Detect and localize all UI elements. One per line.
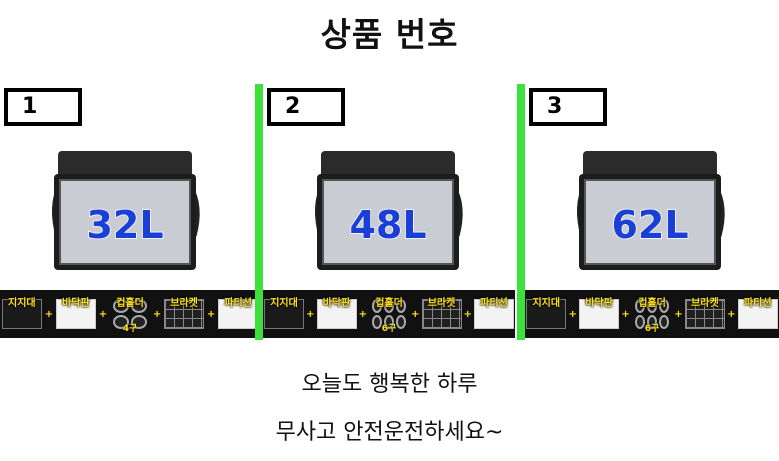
capacity-label: 32L — [86, 203, 163, 247]
delivery-bag-image: 62L — [565, 146, 735, 276]
panel-divider — [255, 84, 263, 340]
plus-sign: + — [152, 308, 162, 320]
panel-divider — [517, 84, 525, 340]
plus-sign: + — [358, 308, 367, 320]
stand-item: 지지대 — [0, 292, 44, 336]
product-number-badge: 3 — [529, 88, 607, 126]
partition-item: 파티션 — [473, 292, 515, 336]
plus-sign: + — [44, 308, 54, 320]
floor-board-item: 바닥판 — [315, 292, 357, 336]
product-number-badge: 1 — [4, 88, 82, 126]
capacity-label: 62L — [611, 203, 688, 247]
delivery-bag-image: 32L — [40, 146, 210, 276]
delivery-bag-image: 48L — [303, 146, 473, 276]
plus-sign: + — [568, 308, 577, 320]
partition-item: 파티션 — [737, 292, 779, 336]
bracket-item: 브라켓 — [162, 292, 206, 336]
stand-item: 지지대 — [263, 292, 305, 336]
plus-sign: + — [411, 308, 420, 320]
plus-sign: + — [306, 308, 315, 320]
bracket-item: 브라켓 — [684, 292, 726, 336]
capacity-label: 48L — [349, 203, 426, 247]
product-number-badge: 2 — [267, 88, 345, 126]
bracket-item: 브라켓 — [420, 292, 462, 336]
plus-sign: + — [206, 308, 216, 320]
floor-board-item: 바닥판 — [578, 292, 620, 336]
partition-item: 파티션 — [216, 292, 260, 336]
plus-sign: + — [727, 308, 736, 320]
greeting-line-1: 오늘도 행복한 하루 — [301, 372, 478, 397]
plus-sign: + — [463, 308, 472, 320]
page-title: 상품 번호 — [320, 15, 459, 54]
plus-sign: + — [674, 308, 683, 320]
greeting-line-2: 무사고 안전운전하세요~ — [275, 420, 504, 445]
floor-board-item: 바닥판 — [54, 292, 98, 336]
plus-sign: + — [621, 308, 630, 320]
stand-item: 지지대 — [525, 292, 567, 336]
plus-sign: + — [98, 308, 108, 320]
